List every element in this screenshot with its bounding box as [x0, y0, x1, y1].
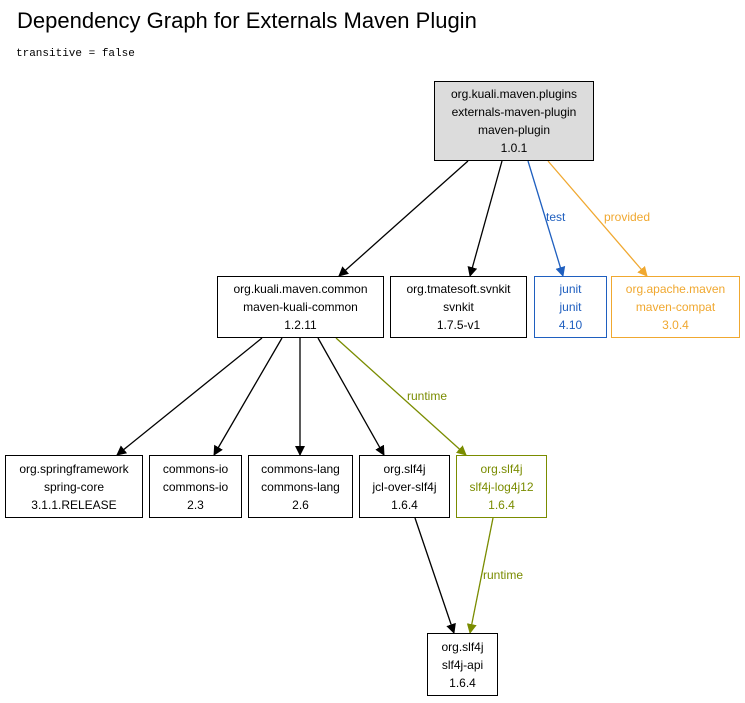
node-slf4j-api: org.slf4j slf4j-api 1.6.4 — [427, 633, 498, 696]
node-group: org.slf4j — [383, 461, 426, 476]
node-artifact: junit — [559, 300, 582, 314]
edge-root-to-junit — [527, 160, 566, 277]
node-version: 4.10 — [558, 318, 583, 332]
node-version: 1.0.1 — [500, 141, 528, 155]
node-junit: junit junit 4.10 — [534, 276, 607, 338]
node-version: 2.6 — [292, 497, 309, 512]
edge-label-runtime-log4j: runtime — [407, 389, 448, 403]
edge-kuali-common-to-slf4j-log4j12 — [335, 337, 467, 456]
node-artifact: commons-lang — [261, 479, 340, 494]
node-group: org.tmatesoft.svnkit — [406, 282, 511, 296]
node-version: 3.1.1.RELEASE — [31, 497, 117, 512]
edge-root-to-kuali-common — [338, 160, 469, 277]
node-version: 3.0.4 — [662, 318, 689, 332]
node-spring-core: org.springframework spring-core 3.1.1.RE… — [5, 455, 143, 518]
page-subtitle: transitive = false — [16, 48, 135, 60]
node-version: 1.6.4 — [449, 675, 476, 690]
node-group: junit — [559, 282, 582, 296]
edge-label-provided: provided — [604, 210, 651, 224]
node-maven-compat: org.apache.maven maven-compat 3.0.4 — [611, 276, 740, 338]
node-artifact: maven-compat — [635, 300, 716, 314]
node-artifact: maven-kuali-common — [243, 300, 358, 314]
node-commons-io: commons-io commons-io 2.3 — [149, 455, 242, 518]
node-group: org.kuali.maven.common — [233, 282, 368, 296]
node-group: org.springframework — [19, 461, 129, 476]
node-artifact: spring-core — [43, 479, 105, 494]
node-group: commons-io — [162, 461, 229, 476]
edge-jcl-over-slf4j-to-slf4j-api — [414, 517, 456, 634]
node-artifact: slf4j-api — [441, 657, 484, 672]
edge-slf4j-log4j12-to-slf4j-api — [466, 517, 494, 634]
edge-label-test: test — [546, 210, 566, 224]
node-slf4j-log4j12: org.slf4j slf4j-log4j12 1.6.4 — [456, 455, 547, 518]
node-version: 1.2.11 — [284, 318, 317, 332]
node-svnkit: org.tmatesoft.svnkit svnkit 1.7.5-v1 — [390, 276, 527, 338]
node-artifact: jcl-over-slf4j — [372, 479, 437, 494]
node-group: org.slf4j — [441, 639, 484, 654]
edge-kuali-common-to-spring-core — [116, 337, 263, 456]
node-jcl-over-slf4j: org.slf4j jcl-over-slf4j 1.6.4 — [359, 455, 450, 518]
node-version: 1.6.4 — [391, 497, 418, 512]
node-version: 1.6.4 — [488, 497, 515, 512]
edge-kuali-common-to-jcl-over-slf4j — [317, 337, 385, 456]
node-version: 2.3 — [187, 497, 204, 512]
edge-root-to-svnkit — [467, 160, 503, 277]
node-group: org.kuali.maven.plugins — [450, 87, 578, 101]
node-externals-maven-plugin: org.kuali.maven.plugins externals-maven-… — [434, 81, 594, 161]
edge-kuali-common-to-commons-io — [213, 337, 283, 456]
edge-label-runtime-api: runtime — [483, 568, 524, 582]
node-group: org.slf4j — [480, 461, 523, 476]
node-group: commons-lang — [261, 461, 340, 476]
node-artifact: slf4j-log4j12 — [469, 479, 534, 494]
edge-root-to-maven-compat — [547, 160, 648, 277]
node-version: 1.7.5-v1 — [436, 318, 481, 332]
node-artifact: svnkit — [443, 300, 474, 314]
node-commons-lang: commons-lang commons-lang 2.6 — [248, 455, 353, 518]
node-maven-kuali-common: org.kuali.maven.common maven-kuali-commo… — [217, 276, 384, 338]
page-title: Dependency Graph for Externals Maven Plu… — [17, 8, 477, 33]
node-artifact: commons-io — [162, 479, 229, 494]
node-group: org.apache.maven — [625, 282, 726, 296]
node-packaging: maven-plugin — [477, 123, 551, 137]
node-artifact: externals-maven-plugin — [451, 105, 577, 119]
